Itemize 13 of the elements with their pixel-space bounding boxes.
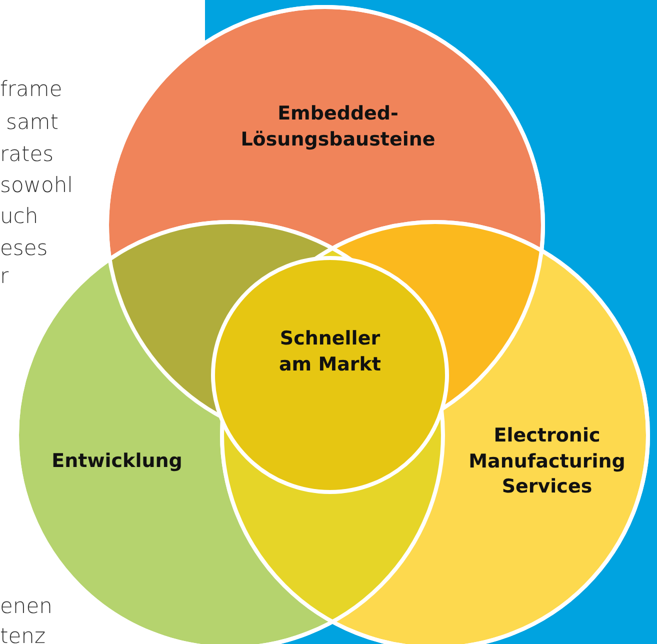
circle-label: Entwicklung	[50, 449, 184, 474]
text-fragment: tenz	[0, 624, 46, 644]
text-fragment: enen	[0, 594, 52, 618]
circle-label: Schneller am Markt	[278, 326, 382, 377]
text-fragment: rates	[0, 142, 54, 166]
text-fragment: samt	[6, 110, 58, 134]
text-fragment: frame	[0, 77, 62, 101]
circle-label: Electronic Manufacturing Services	[468, 424, 626, 500]
circle-label: Embedded-Lösungsbausteine	[240, 101, 436, 152]
text-fragment: eses	[0, 236, 48, 260]
text-fragment: r	[0, 264, 9, 288]
text-fragment: sowohl	[0, 173, 73, 197]
text-fragment: uch	[0, 204, 38, 228]
